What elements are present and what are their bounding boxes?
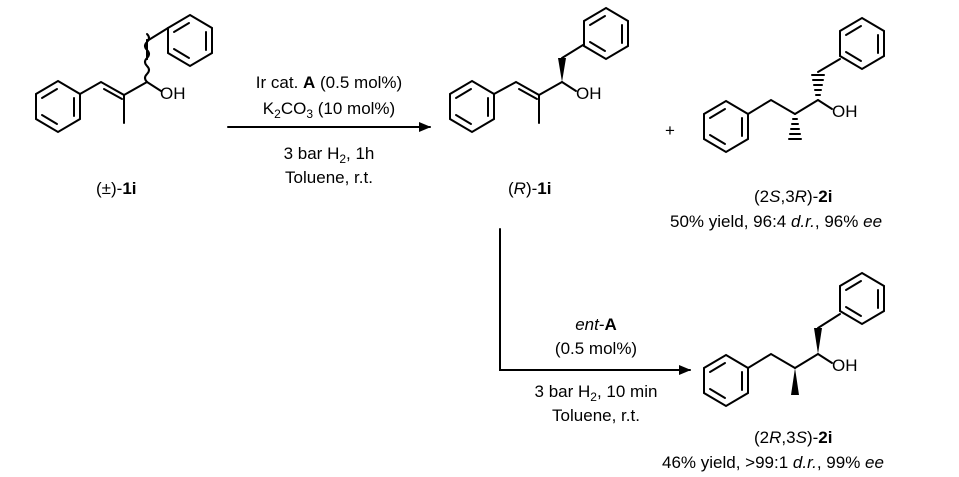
hashed-wedge-methyl: [788, 118, 802, 140]
svg-text:Toluene, r.t.: Toluene, r.t.: [552, 406, 640, 425]
reaction-arrow-2: [499, 228, 691, 375]
label-substrate-1i: (±)-1i: [96, 179, 137, 198]
oh-label-r1i: OH: [576, 84, 602, 103]
svg-text:3 bar H2, 1h: 3 bar H2, 1h: [284, 144, 375, 166]
svg-text:3 bar H2, 10 min: 3 bar H2, 10 min: [535, 382, 658, 404]
oh-label-2s3r: OH: [832, 102, 858, 121]
yield-product-2r3s: 46% yield, >99:1 d.r., 99% ee: [662, 453, 884, 472]
structure-substrate-1i: OH: [35, 13, 213, 134]
yield-product-2s3r: 50% yield, 96:4 d.r., 96% ee: [670, 212, 882, 231]
svg-text:ent-A: ent-A: [575, 315, 617, 334]
oh-label-substrate: OH: [160, 84, 186, 103]
label-product-r-1i: (R)-1i: [508, 179, 551, 198]
svg-text:(0.5 mol%): (0.5 mol%): [555, 339, 637, 358]
svg-text:Toluene, r.t.: Toluene, r.t.: [285, 168, 373, 187]
label-product-2r3s-2i: (2R,3S)-2i: [754, 428, 832, 447]
structure-product-r-1i: OH: [449, 6, 629, 134]
hashed-wedge-benzyl: [811, 74, 825, 96]
conditions-step-1: Ir cat. A (0.5 mol%) K2CO3 (10 mol%) 3 b…: [256, 73, 402, 187]
structure-product-2r3s-2i: OH: [703, 271, 885, 408]
label-product-2s3r-2i: (2S,3R)-2i: [754, 187, 832, 206]
structure-product-2s3r-2i: OH: [703, 16, 885, 154]
conditions-step-2: ent-A (0.5 mol%) 3 bar H2, 10 min Toluen…: [535, 315, 658, 425]
plus-sign: +: [665, 121, 675, 140]
svg-text:K2CO3 (10 mol%): K2CO3 (10 mol%): [263, 99, 395, 121]
oh-label-2r3s: OH: [832, 356, 858, 375]
svg-text:Ir cat. A (0.5 mol%): Ir cat. A (0.5 mol%): [256, 73, 402, 92]
